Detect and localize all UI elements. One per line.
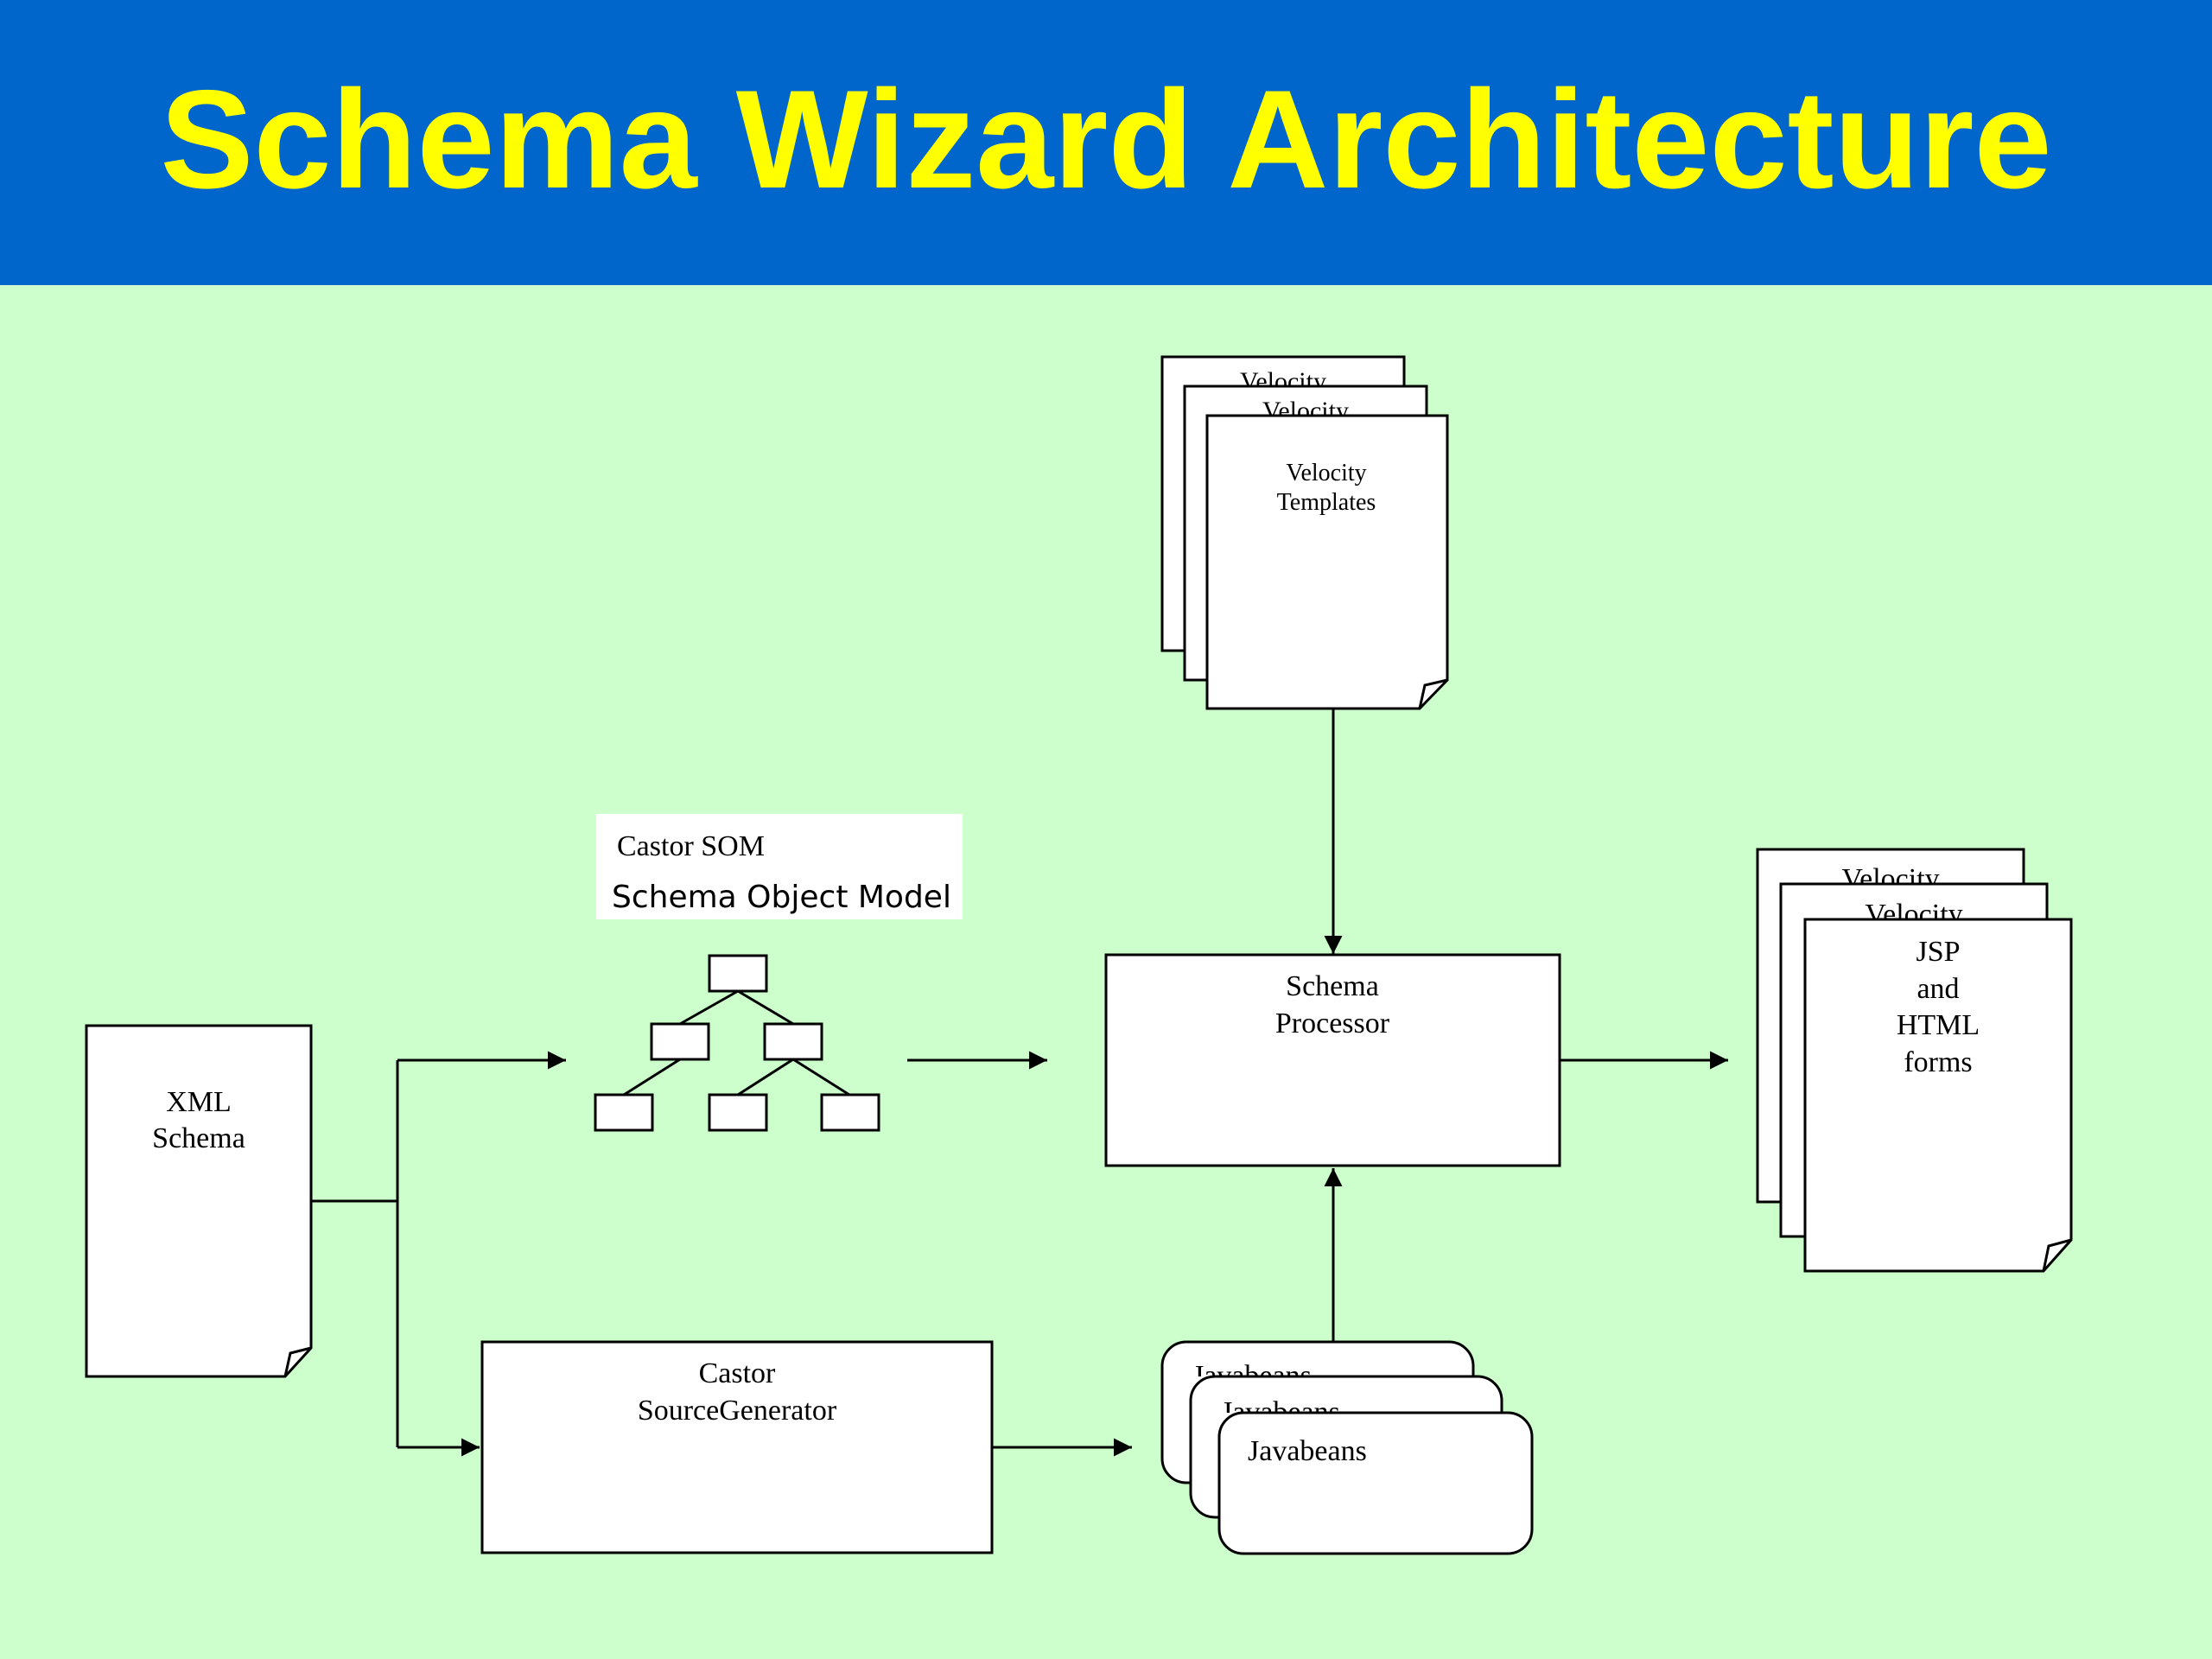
javabeans-label: Javabeans — [1248, 1435, 1367, 1467]
back-card-label: Javabeans — [1221, 1396, 1340, 1428]
tree-node — [594, 1093, 654, 1132]
back-page-label: Velocity — [1841, 863, 1939, 895]
javabeans-stack: Javabeans Javabeans Javabeans — [1160, 1340, 1534, 1555]
page-fold — [283, 1346, 312, 1377]
slide-title: Schema Wizard Architecture — [160, 61, 2052, 218]
schema-processor-label-2: Processor — [1275, 1007, 1390, 1039]
xml-schema-label-2: Schema — [152, 1122, 245, 1154]
page-fold — [1418, 678, 1448, 709]
xml-schema-label-1: XML — [166, 1086, 232, 1118]
back-page-label: Velocity — [1865, 899, 1962, 931]
tree-node — [708, 1093, 768, 1132]
front-page — [1205, 414, 1449, 710]
velocity-templates-stack: Velocity Velocity Velocity Templates — [1160, 355, 1449, 710]
forms-label-3: HTML — [1897, 1009, 1980, 1041]
castor-som-label: Castor SOM Schema Object Model — [596, 814, 963, 919]
forms-label-1: JSP — [1916, 936, 1960, 968]
back-card-label: Javabeans — [1192, 1360, 1312, 1392]
tree-node — [708, 954, 768, 993]
source-generator-label-2: SourceGenerator — [638, 1395, 837, 1427]
schema-processor-label-1: Schema — [1286, 970, 1379, 1002]
front-page — [1803, 918, 2073, 1273]
schema-object-model-label: Schema Object Model — [612, 880, 951, 915]
source-generator-label-1: Castor — [699, 1357, 776, 1389]
forms-label-4: forms — [1904, 1046, 1972, 1078]
tree-node — [820, 1093, 880, 1132]
castor-som-title: Castor SOM — [617, 830, 765, 862]
forms-label-2: and — [1916, 973, 1959, 1005]
tree-node — [650, 1022, 710, 1061]
tree-node — [763, 1022, 823, 1061]
velocity-templates-label-2: Templates — [1277, 489, 1376, 516]
schema-connectors — [311, 1051, 566, 1457]
back-page-label: Velocity — [1262, 397, 1349, 425]
som-label-background — [596, 814, 963, 919]
velocity-templates-label-1: Velocity — [1286, 460, 1366, 486]
schema-processor-box: Schema Processor — [1104, 953, 1561, 1167]
front-card — [1217, 1411, 1534, 1555]
page-fold — [2042, 1238, 2072, 1272]
title-bar — [0, 0, 2212, 285]
som-tree — [594, 954, 880, 1132]
output-forms-stack: Velocity Velocity JSP and HTML forms — [1756, 848, 2073, 1273]
source-generator-box: Castor SourceGenerator — [480, 1340, 994, 1554]
xml-schema-document: XML Schema — [85, 1024, 313, 1378]
